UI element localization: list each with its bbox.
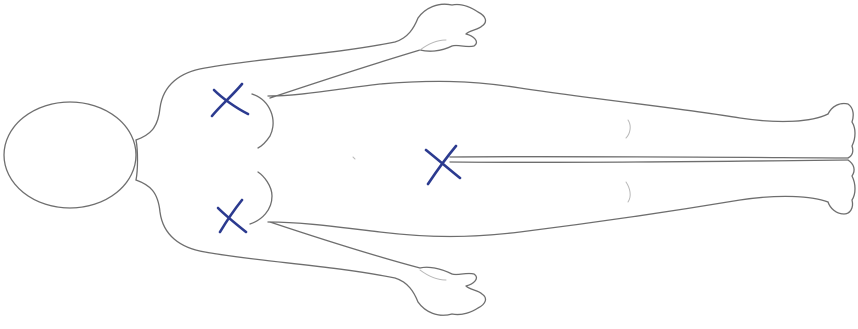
x-mark-icon bbox=[218, 200, 246, 232]
upper-armpit bbox=[268, 81, 828, 121]
upper-thumb bbox=[420, 40, 446, 50]
lower-breast bbox=[250, 172, 272, 224]
lower-foot bbox=[828, 160, 855, 214]
marker-upper-left-chest bbox=[212, 84, 248, 116]
lower-knee bbox=[626, 182, 630, 202]
leg-divider-2 bbox=[450, 160, 848, 162]
lower-leg-outline bbox=[268, 196, 828, 236]
upper-arm-outline bbox=[136, 4, 485, 140]
lower-thumb bbox=[420, 270, 446, 280]
marker-groin bbox=[426, 146, 460, 184]
leg-divider bbox=[450, 157, 848, 158]
x-mark-icon bbox=[212, 84, 248, 116]
head bbox=[4, 102, 136, 208]
upper-breast bbox=[252, 94, 273, 148]
body-details bbox=[353, 40, 630, 280]
navel bbox=[353, 157, 355, 159]
body-outline bbox=[4, 4, 855, 315]
upper-knee bbox=[626, 120, 630, 138]
marker-lower-left-chest bbox=[218, 200, 246, 232]
lower-arm-outline bbox=[136, 180, 485, 315]
x-mark-icon bbox=[426, 146, 460, 184]
upper-foot bbox=[828, 103, 855, 158]
